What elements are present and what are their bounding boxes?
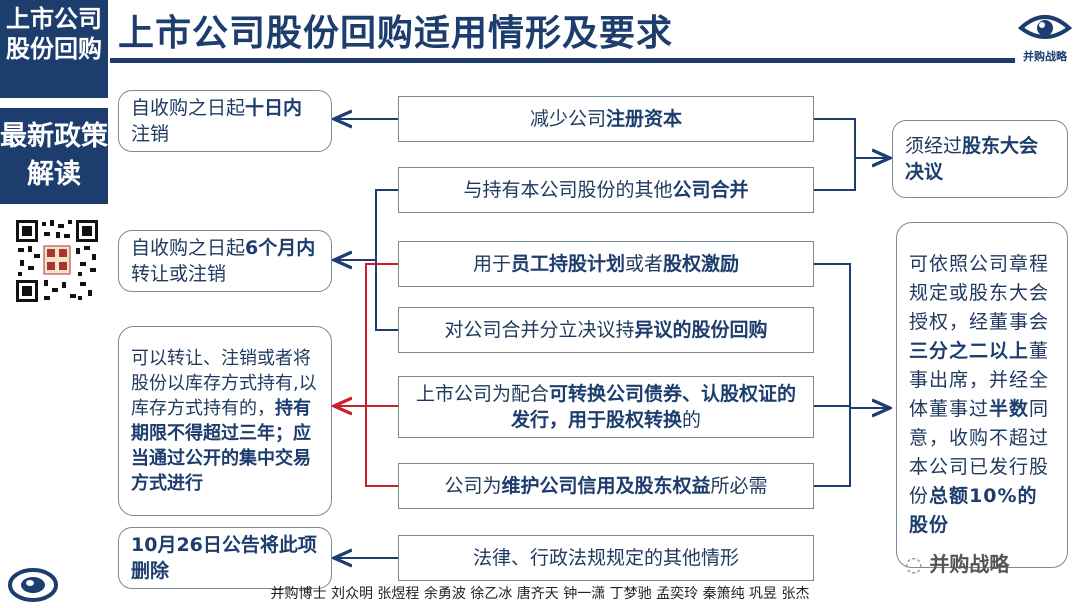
situation-merger: 与持有本公司股份的其他公司合并	[398, 167, 814, 213]
brand-logo: 并购战略	[1015, 6, 1075, 66]
situation-maintain-credit: 公司为维护公司信用及股东权益所必需	[398, 463, 814, 509]
result-ten-days: 自收购之日起十日内注销	[118, 90, 332, 152]
page-title: 上市公司股份回购适用情形及要求	[118, 13, 674, 54]
author-credits: 并购博士 刘众明 张煜程 余勇波 徐乙冰 唐齐天 钟一潇 丁梦驰 孟奕玲 秦箫纯…	[270, 586, 810, 602]
result-deleted-note: 10月26日公告将此项删除	[118, 527, 332, 589]
situation-other: 法律、行政法规规定的其他情形	[398, 535, 814, 581]
result-treasury-stock: 可以转让、注销或者将股份以库存方式持有,以库存方式持有的，持有期限不得超过三年；…	[118, 326, 332, 516]
situation-employee-incentive: 用于员工持股计划或者股权激励	[398, 241, 814, 287]
result-shareholder-resolution: 须经过股东大会决议	[892, 120, 1068, 198]
qr-code	[14, 218, 100, 304]
sidebar-subtitle: 最新政策解读	[0, 108, 108, 204]
logo-text: 并购战略	[1023, 50, 1067, 63]
title-divider	[110, 58, 1015, 63]
situation-reduce-capital: 减少公司注册资本	[398, 96, 814, 142]
brand-mark-icon	[8, 568, 58, 602]
result-board-approval: 可依照公司章程规定或股东大会授权，经董事会三分之二以上董事出席，并经全体董事过半…	[896, 222, 1068, 568]
situation-dissent-buyback: 对公司合并分立决议持异议的股份回购	[398, 307, 814, 353]
wechat-icon: ◌	[905, 552, 930, 576]
result-six-months: 自收购之日起6个月内转让或注销	[118, 230, 332, 292]
eye-logo-icon	[1017, 15, 1073, 39]
wechat-account-label: ◌ 并购战略	[905, 552, 1010, 576]
sidebar-title: 上市公司股份回购	[0, 0, 108, 98]
situation-convertible-bonds: 上市公司为配合可转换公司债券、认股权证的发行，用于股权转换的	[398, 376, 814, 438]
